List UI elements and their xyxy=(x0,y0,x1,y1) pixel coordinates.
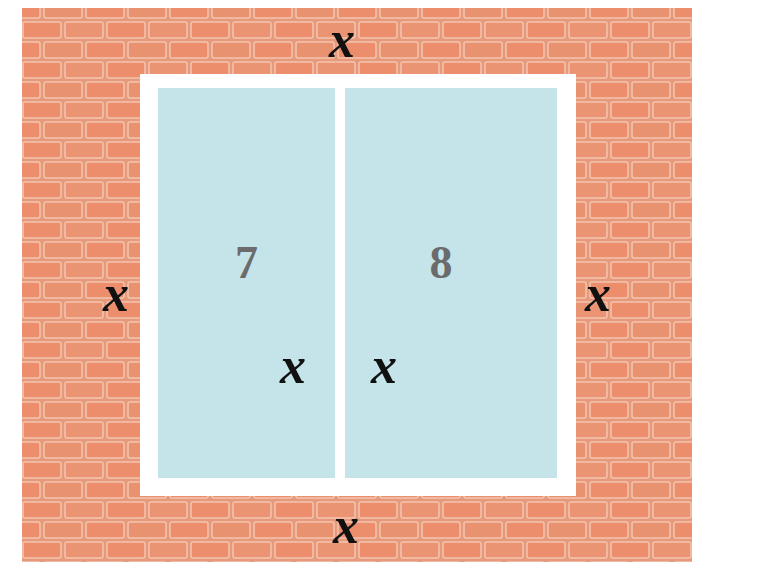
side-label: x xyxy=(103,268,129,320)
pane-number: 8 xyxy=(430,240,453,286)
pane-number: 7 xyxy=(235,240,258,286)
side-label: x xyxy=(333,500,359,552)
side-label: x xyxy=(371,340,397,392)
window-divider xyxy=(335,86,345,478)
side-label: x xyxy=(585,268,611,320)
side-label: x xyxy=(329,14,355,66)
window-frame xyxy=(140,74,576,496)
brick-frame xyxy=(22,8,692,562)
window-pane: 7 xyxy=(158,88,335,478)
side-label: x xyxy=(280,340,306,392)
window-pane: 8 xyxy=(345,88,557,478)
